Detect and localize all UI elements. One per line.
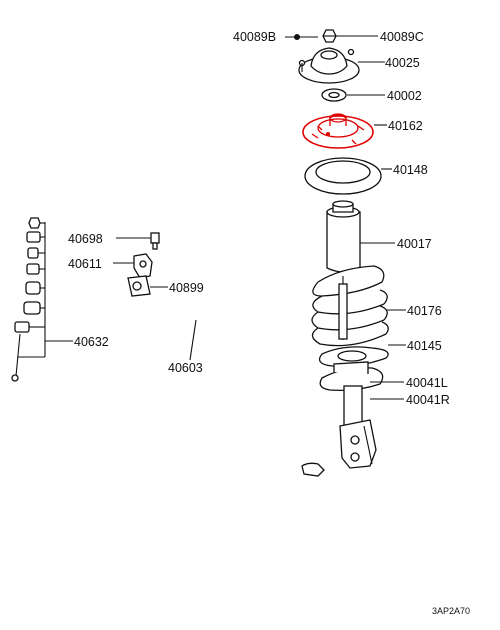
label-40089b: 40089B bbox=[233, 30, 276, 44]
stabilizer-bar-40603[interactable] bbox=[22, 287, 325, 477]
washer-40002[interactable] bbox=[321, 88, 347, 102]
label-40611: 40611 bbox=[68, 257, 102, 271]
strut-assembly-40041[interactable] bbox=[319, 361, 384, 469]
spring-seat-40162[interactable] bbox=[302, 113, 374, 149]
label-40089c: 40089C bbox=[380, 30, 424, 44]
label-40002: 40002 bbox=[387, 89, 422, 103]
label-40698: 40698 bbox=[68, 232, 103, 246]
label-40176: 40176 bbox=[407, 304, 442, 318]
label-40145: 40145 bbox=[407, 339, 442, 353]
strut-mount-40025[interactable] bbox=[298, 47, 360, 84]
bushing-40899[interactable] bbox=[127, 275, 151, 297]
bolt-40089b-icon bbox=[294, 34, 300, 40]
spring-pad-40145[interactable] bbox=[318, 346, 389, 367]
label-40041r: 40041R bbox=[406, 393, 450, 407]
label-40632: 40632 bbox=[74, 335, 109, 349]
label-40148: 40148 bbox=[393, 163, 428, 177]
dust-boot-40017[interactable] bbox=[326, 200, 361, 273]
nut-40089c[interactable] bbox=[322, 29, 337, 43]
bolt-40698[interactable] bbox=[150, 232, 160, 250]
coil-spring-40176[interactable] bbox=[311, 265, 389, 347]
label-40899: 40899 bbox=[169, 281, 204, 295]
stabilizer-link-40632[interactable] bbox=[11, 217, 41, 382]
label-40025: 40025 bbox=[385, 56, 420, 70]
diagram-code: 3AP2A70 bbox=[432, 606, 470, 616]
label-40162: 40162 bbox=[388, 119, 423, 133]
bracket-40611[interactable] bbox=[133, 253, 153, 279]
label-40603: 40603 bbox=[168, 361, 203, 375]
label-40017: 40017 bbox=[397, 237, 432, 251]
label-40041l: 40041L bbox=[406, 376, 448, 390]
spring-pad-40148[interactable] bbox=[304, 157, 382, 195]
